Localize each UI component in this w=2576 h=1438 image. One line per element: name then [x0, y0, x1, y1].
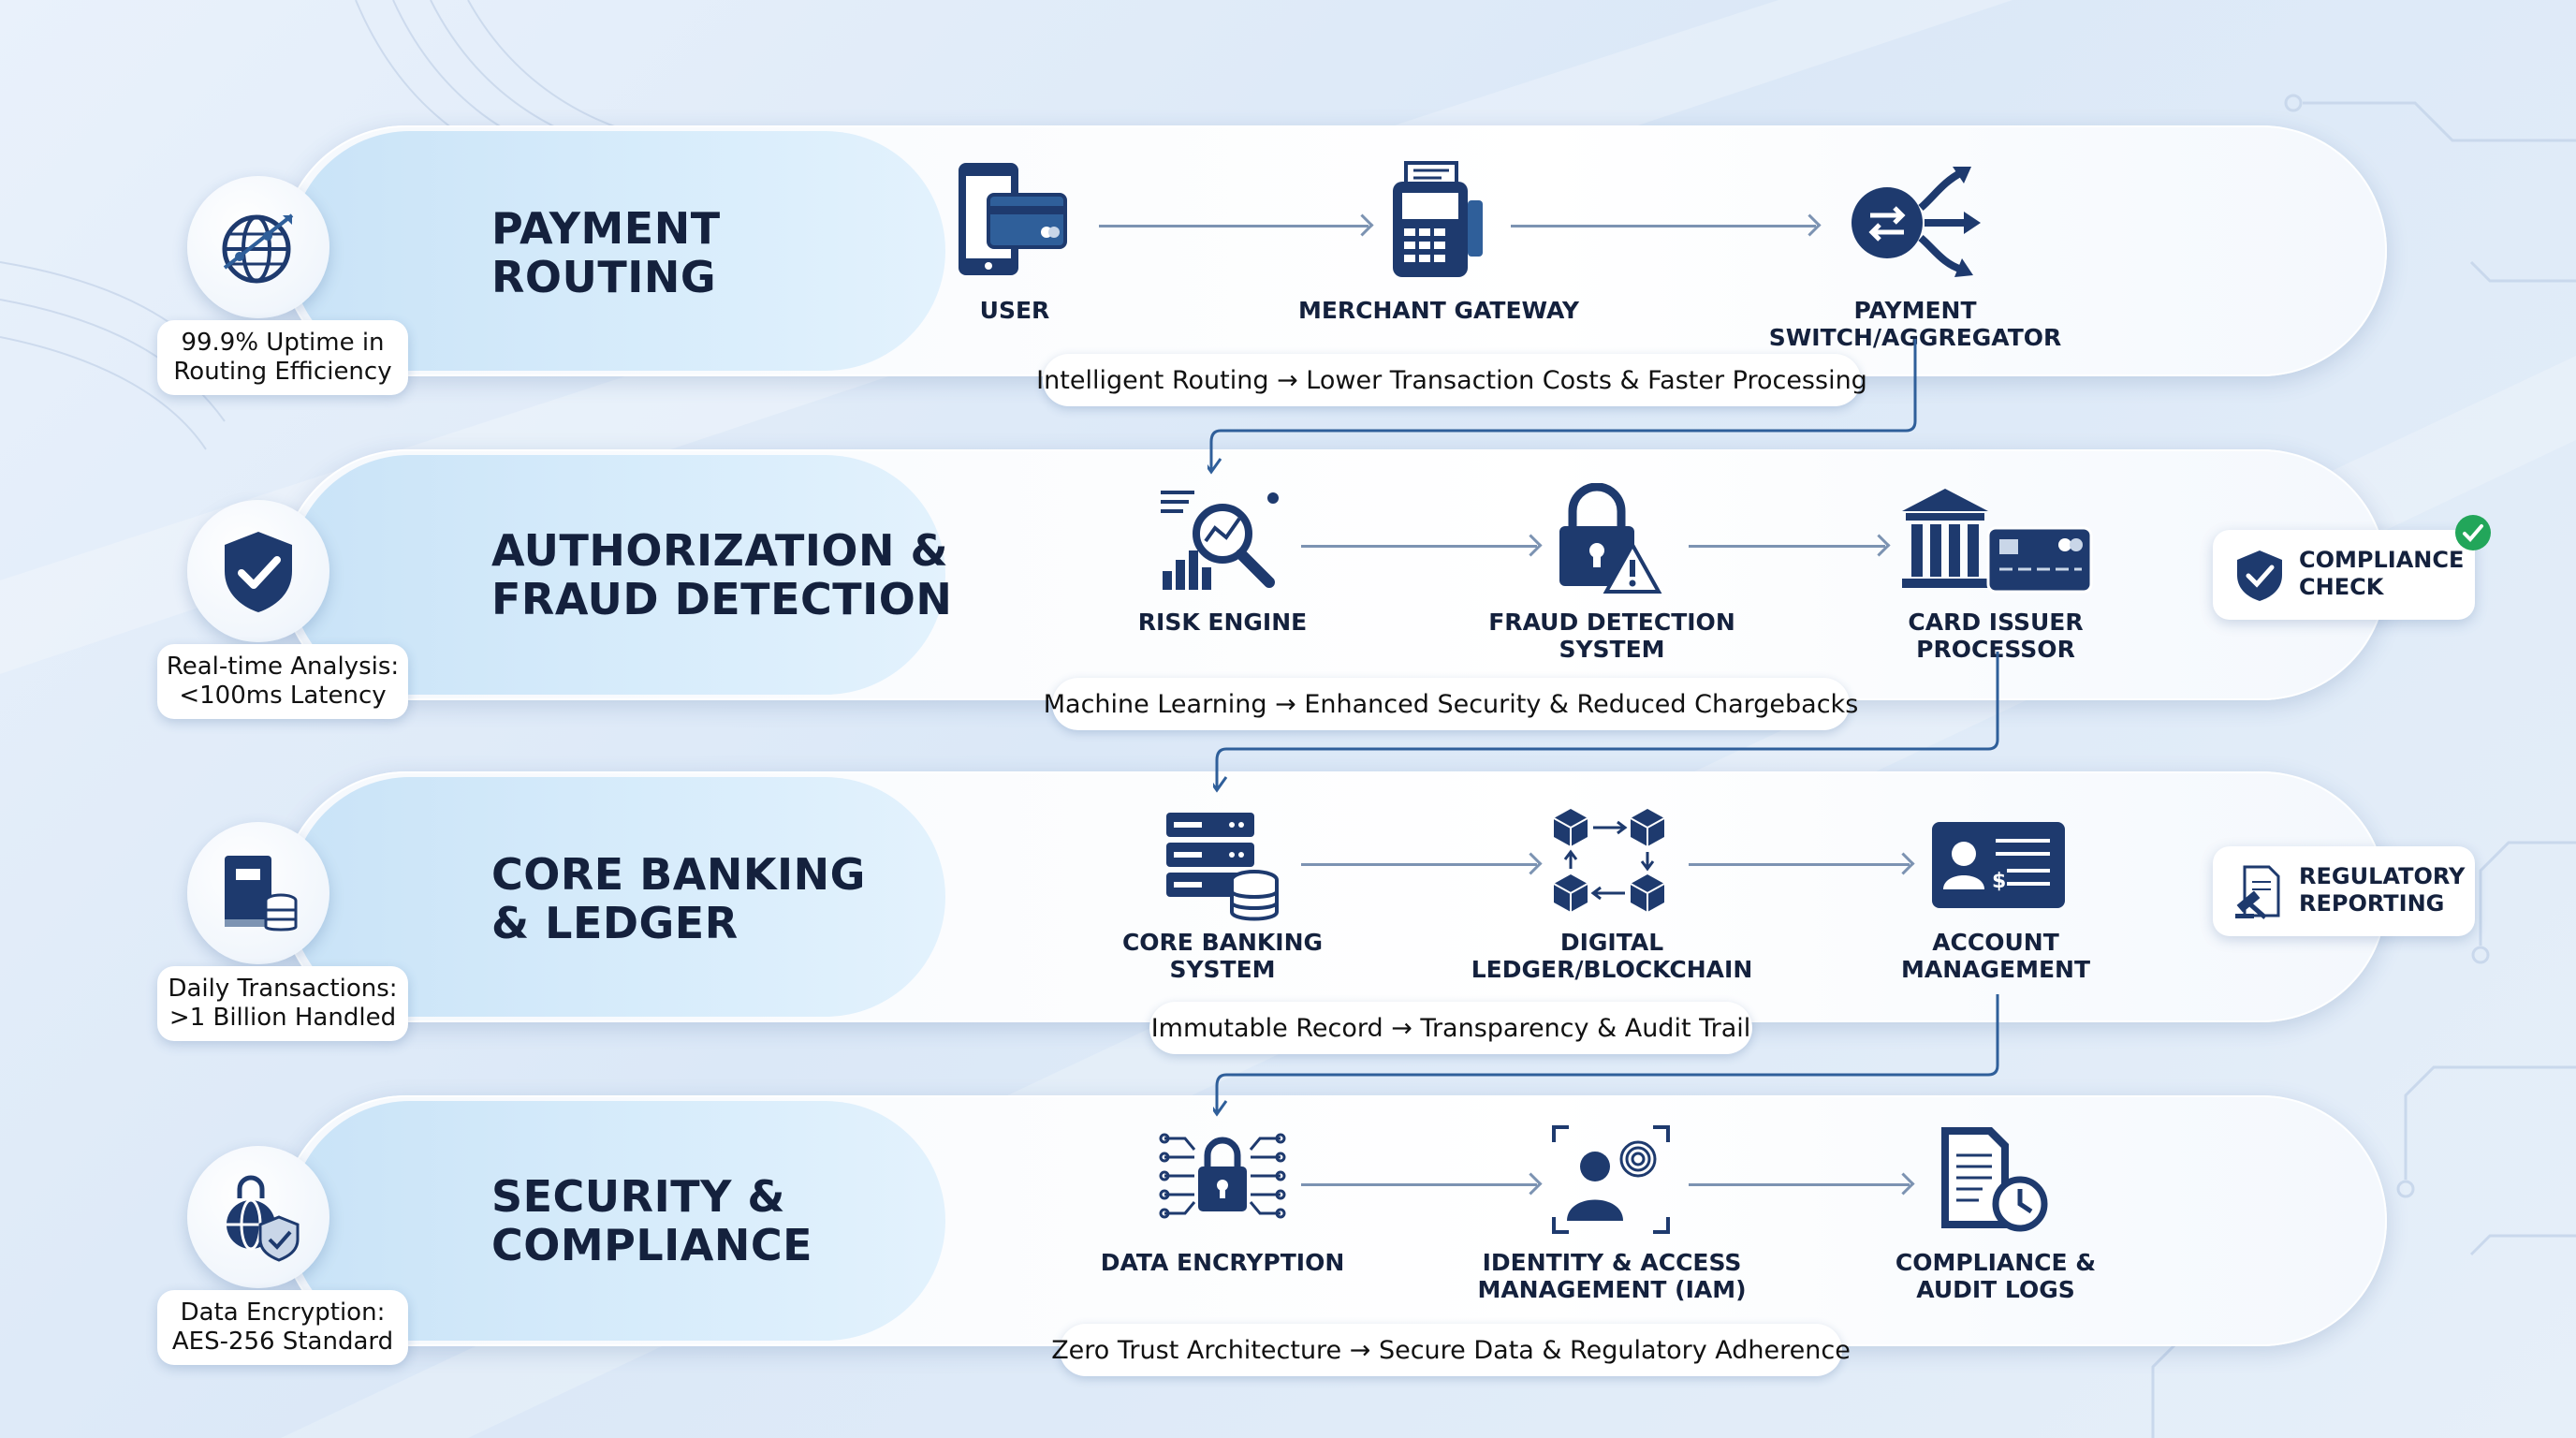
phone-card-icon	[959, 163, 1067, 275]
magnifier-chart-icon	[1161, 491, 1279, 590]
stage-caption: Immutable Record → Transparency & Audit …	[1149, 1002, 1752, 1054]
node-label: RISK ENGINE	[1137, 609, 1308, 636]
regulatory-reporting-card: REGULATORY REPORTING	[2213, 846, 2475, 936]
bank-card-icon	[1902, 489, 2093, 594]
node-label: DIGITAL LEDGER/BLOCKCHAIN	[1471, 929, 1753, 983]
flow-arrow	[1099, 225, 1368, 227]
blockchain-cubes-icon	[1553, 809, 1665, 912]
flow-arrow	[1301, 1183, 1537, 1186]
stat-line: AES-256 Standard	[171, 1328, 394, 1356]
node-label: CORE BANKING SYSTEM	[1121, 929, 1324, 983]
stat-line: Routing Efficiency	[173, 358, 392, 386]
document-clock-icon	[1941, 1127, 2048, 1232]
stat-line: >1 Billion Handled	[168, 1004, 397, 1032]
ledger-book-coins-icon	[187, 822, 329, 964]
pos-terminal-icon	[1393, 161, 1483, 277]
side-card-label: COMPLIANCE CHECK	[2299, 547, 2465, 600]
stage-connector	[1213, 652, 1999, 793]
circuit-lock-icon	[1159, 1133, 1286, 1219]
globe-lock-shield-icon	[187, 1146, 329, 1288]
check-badge-icon	[2455, 515, 2491, 550]
side-card-label: REGULATORY REPORTING	[2299, 863, 2466, 917]
flow-arrow	[1301, 863, 1537, 866]
stat-card: 99.9% Uptime in Routing Efficiency	[157, 320, 408, 395]
stage-caption: Machine Learning → Enhanced Security & R…	[1044, 678, 1858, 730]
stage-title: AUTHORIZATION & FRAUD DETECTION	[491, 525, 953, 624]
flow-arrow	[1689, 545, 1885, 548]
stage-title: PAYMENT ROUTING	[491, 203, 721, 302]
shield-check-icon	[2237, 550, 2282, 601]
node-label: COMPLIANCE & AUDIT LOGS	[1895, 1249, 2097, 1303]
person-fingerprint-icon	[1552, 1125, 1670, 1234]
server-database-icon	[1166, 813, 1279, 921]
flow-arrow	[1689, 1183, 1910, 1186]
node-label: USER	[979, 297, 1050, 324]
node-label: DATA ENCRYPTION	[1100, 1249, 1345, 1276]
stat-line: Data Encryption:	[180, 1299, 386, 1327]
stat-line: Real-time Analysis:	[166, 653, 400, 681]
stage-caption: Intelligent Routing → Lower Transaction …	[1036, 354, 1867, 406]
flow-arrow	[1689, 863, 1910, 866]
node-label: IDENTITY & ACCESS MANAGEMENT (IAM)	[1477, 1249, 1747, 1303]
shield-check-icon	[187, 500, 329, 642]
compliance-check-card: COMPLIANCE CHECK	[2213, 530, 2475, 620]
stat-card: Data Encryption: AES-256 Standard	[157, 1290, 408, 1365]
flow-arrow	[1511, 225, 1816, 227]
switch-arrows-icon	[1852, 167, 1981, 277]
node-label: MERCHANT GATEWAY	[1297, 297, 1580, 324]
node-label: FRAUD DETECTION SYSTEM	[1488, 609, 1735, 663]
node-label: ACCOUNT MANAGEMENT	[1900, 929, 2091, 983]
stage-connector	[1213, 994, 1999, 1117]
stat-line: <100ms Latency	[179, 682, 387, 710]
padlock-warning-icon	[1559, 483, 1662, 594]
node-label: CARD ISSUER PROCESSOR	[1908, 609, 2084, 663]
stat-card: Real-time Analysis: <100ms Latency	[157, 644, 408, 719]
stage-caption: Zero Trust Architecture → Secure Data & …	[1051, 1324, 1851, 1376]
stat-line: Daily Transactions:	[168, 975, 398, 1003]
stat-line: 99.9% Uptime in	[181, 329, 385, 357]
stage-title: SECURITY & COMPLIANCE	[491, 1171, 813, 1270]
globe-network-icon	[187, 176, 329, 318]
stat-card: Daily Transactions: >1 Billion Handled	[157, 966, 408, 1041]
svg-text:$: $	[1992, 870, 2006, 893]
id-card-icon: $	[1932, 822, 2065, 908]
stage-connector	[1208, 339, 1917, 475]
stage-title: CORE BANKING & LEDGER	[491, 849, 866, 948]
flow-arrow	[1301, 545, 1537, 548]
gavel-document-icon	[2235, 865, 2280, 919]
